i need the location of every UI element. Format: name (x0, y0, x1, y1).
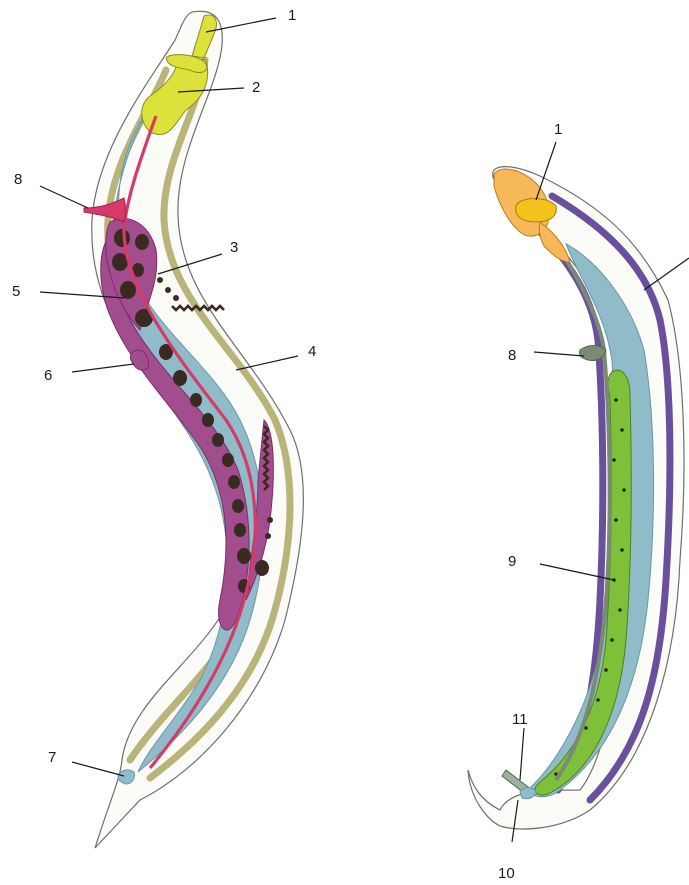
sperm-dot (596, 698, 600, 702)
leader-right-8 (534, 352, 584, 356)
label-left-5: 5 (12, 283, 20, 300)
label-left-8: 8 (14, 171, 22, 188)
label-right-10: 10 (498, 865, 515, 882)
leader-left-6 (72, 364, 134, 372)
sperm-dot (610, 638, 614, 642)
egg (165, 287, 171, 293)
label-left-7: 7 (48, 749, 56, 766)
egg (173, 370, 187, 386)
egg (228, 475, 240, 489)
egg (135, 234, 149, 250)
label-right-11: 11 (512, 711, 528, 728)
egg (114, 229, 130, 247)
sperm-dot (620, 548, 624, 552)
label-left-3: 3 (230, 239, 238, 256)
egg (120, 281, 136, 299)
male-nematode (468, 167, 684, 829)
label-right-1: 1 (554, 121, 562, 138)
label-right-9: 9 (508, 553, 516, 570)
sperm-dot (614, 518, 618, 522)
label-right-8: 8 (508, 347, 516, 364)
egg (212, 433, 224, 447)
egg (267, 517, 273, 523)
sperm-dot (584, 726, 588, 730)
egg (234, 523, 246, 537)
sperm-dot (612, 458, 616, 462)
leader-left-7 (72, 762, 124, 776)
leader-right-11 (520, 728, 524, 780)
sperm-dot (604, 668, 608, 672)
egg (232, 499, 244, 513)
egg (265, 533, 271, 539)
egg (255, 560, 269, 576)
leader-left-8 (40, 186, 88, 208)
sperm-dot (620, 428, 624, 432)
label-left-1: 1 (288, 7, 296, 24)
nerve-ring (516, 199, 557, 223)
egg (157, 277, 163, 283)
egg (222, 453, 234, 467)
sperm-dot (622, 488, 626, 492)
female-nematode (84, 11, 303, 848)
label-left-6: 6 (44, 367, 52, 384)
egg (237, 548, 251, 564)
label-left-2: 2 (252, 79, 260, 96)
sperm-dot (618, 608, 622, 612)
label-left-4: 4 (308, 343, 316, 360)
egg (190, 393, 202, 407)
sperm-dot (614, 398, 618, 402)
egg (173, 295, 179, 301)
egg (202, 413, 214, 427)
